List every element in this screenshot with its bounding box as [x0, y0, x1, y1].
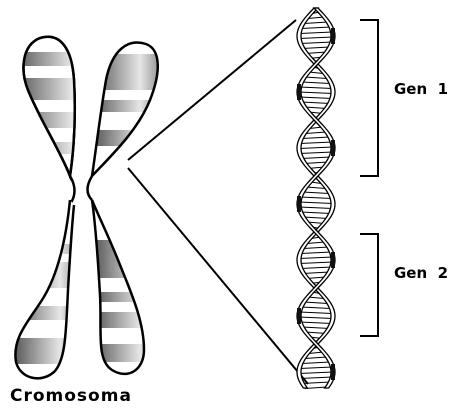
base-pair: [305, 357, 328, 359]
base-pair: [299, 257, 333, 259]
base-pair: [300, 97, 333, 99]
strand-shadow: [297, 196, 301, 212]
strand-shadow: [331, 364, 335, 380]
zoom-line-bottom: [128, 168, 308, 384]
strand-shadow: [297, 84, 301, 100]
base-pair: [302, 362, 331, 364]
base-pair: [299, 202, 333, 204]
base-pair: [299, 37, 333, 39]
base-pair: [300, 367, 333, 369]
strand-shadow: [331, 252, 335, 268]
base-pair: [305, 132, 326, 134]
base-pair: [300, 87, 333, 89]
base-pair: [303, 217, 328, 219]
chromosome: [0, 37, 180, 379]
base-pair: [299, 312, 332, 314]
base-pair: [305, 77, 328, 79]
base-pair: [307, 242, 325, 244]
gene1-label: Gen 1: [394, 82, 448, 97]
chromatid-lower-left: [0, 200, 100, 378]
base-pair: [300, 322, 332, 324]
chromosome-label: Cromosoma: [10, 388, 132, 405]
base-pair: [300, 142, 332, 144]
base-pair: [303, 247, 328, 249]
strand-shadow: [331, 140, 335, 156]
base-pair: [301, 157, 331, 159]
chromatid-upper-right: [80, 43, 180, 177]
base-pair: [303, 192, 330, 194]
gene2-bracket: [360, 234, 378, 336]
base-pair: [303, 272, 330, 274]
base-pair: [299, 317, 333, 319]
base-pair: [302, 137, 330, 139]
base-pair: [299, 207, 333, 209]
base-pair: [304, 302, 328, 304]
base-pair: [299, 372, 333, 374]
base-pair: [299, 92, 333, 94]
base-pair: [302, 102, 331, 104]
base-pair: [301, 307, 331, 309]
base-pair: [302, 47, 330, 49]
centromere: [70, 176, 92, 205]
base-pair: [301, 27, 331, 29]
base-pair: [299, 262, 333, 264]
gene2-label: Gen 2: [394, 266, 448, 281]
gene1-bracket: [360, 20, 378, 176]
strand-shadow: [331, 28, 335, 44]
base-pair: [299, 152, 332, 154]
base-pair: [301, 252, 332, 254]
base-pair: [299, 32, 332, 34]
base-pair: [300, 197, 331, 199]
base-pair: [301, 212, 332, 214]
base-pair: [300, 267, 331, 269]
strand-shadow: [297, 308, 301, 324]
base-pair: [306, 187, 326, 189]
base-pair: [302, 327, 330, 329]
base-pair: [300, 42, 332, 44]
base-pair: [302, 82, 331, 84]
base-pair: [300, 377, 333, 379]
chromatid-lower-right: [80, 200, 180, 374]
base-pair: [299, 147, 333, 149]
base-pair: [304, 22, 328, 24]
dna-double-helix: [297, 8, 335, 389]
